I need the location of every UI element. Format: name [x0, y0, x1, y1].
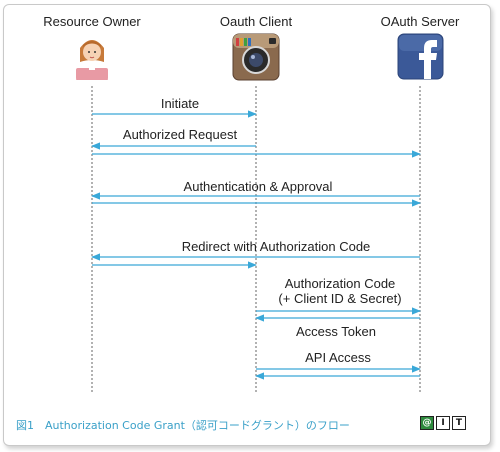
woman-avatar-icon: [76, 40, 108, 80]
logo-letter: I: [436, 416, 450, 430]
figure-caption: 図1 Authorization Code Grant（認可コードグラント）のフ…: [16, 419, 350, 432]
actor-client-label: Oauth Client: [220, 14, 293, 29]
message-redirect-label: Redirect with Authorization Code: [182, 239, 371, 254]
message-authorized-request-label: Authorized Request: [123, 127, 238, 142]
message-auth-code-sub-label: (+ Client ID & Secret): [278, 291, 401, 306]
message-initiate-label: Initiate: [161, 96, 199, 111]
atmarkit-logo: @ I T: [418, 416, 466, 430]
instagram-camera-icon: [232, 33, 280, 81]
facebook-icon: [397, 33, 444, 80]
message-api-access-label: API Access: [305, 350, 371, 365]
actor-server-label: OAuth Server: [381, 14, 460, 29]
actor-owner-label: Resource Owner: [43, 14, 141, 29]
logo-letter: T: [452, 416, 466, 430]
message-auth-code-label: Authorization Code: [285, 276, 396, 291]
message-access-token-label: Access Token: [296, 324, 376, 339]
logo-letter: @: [420, 416, 434, 430]
message-authentication-label: Authentication & Approval: [184, 179, 333, 194]
